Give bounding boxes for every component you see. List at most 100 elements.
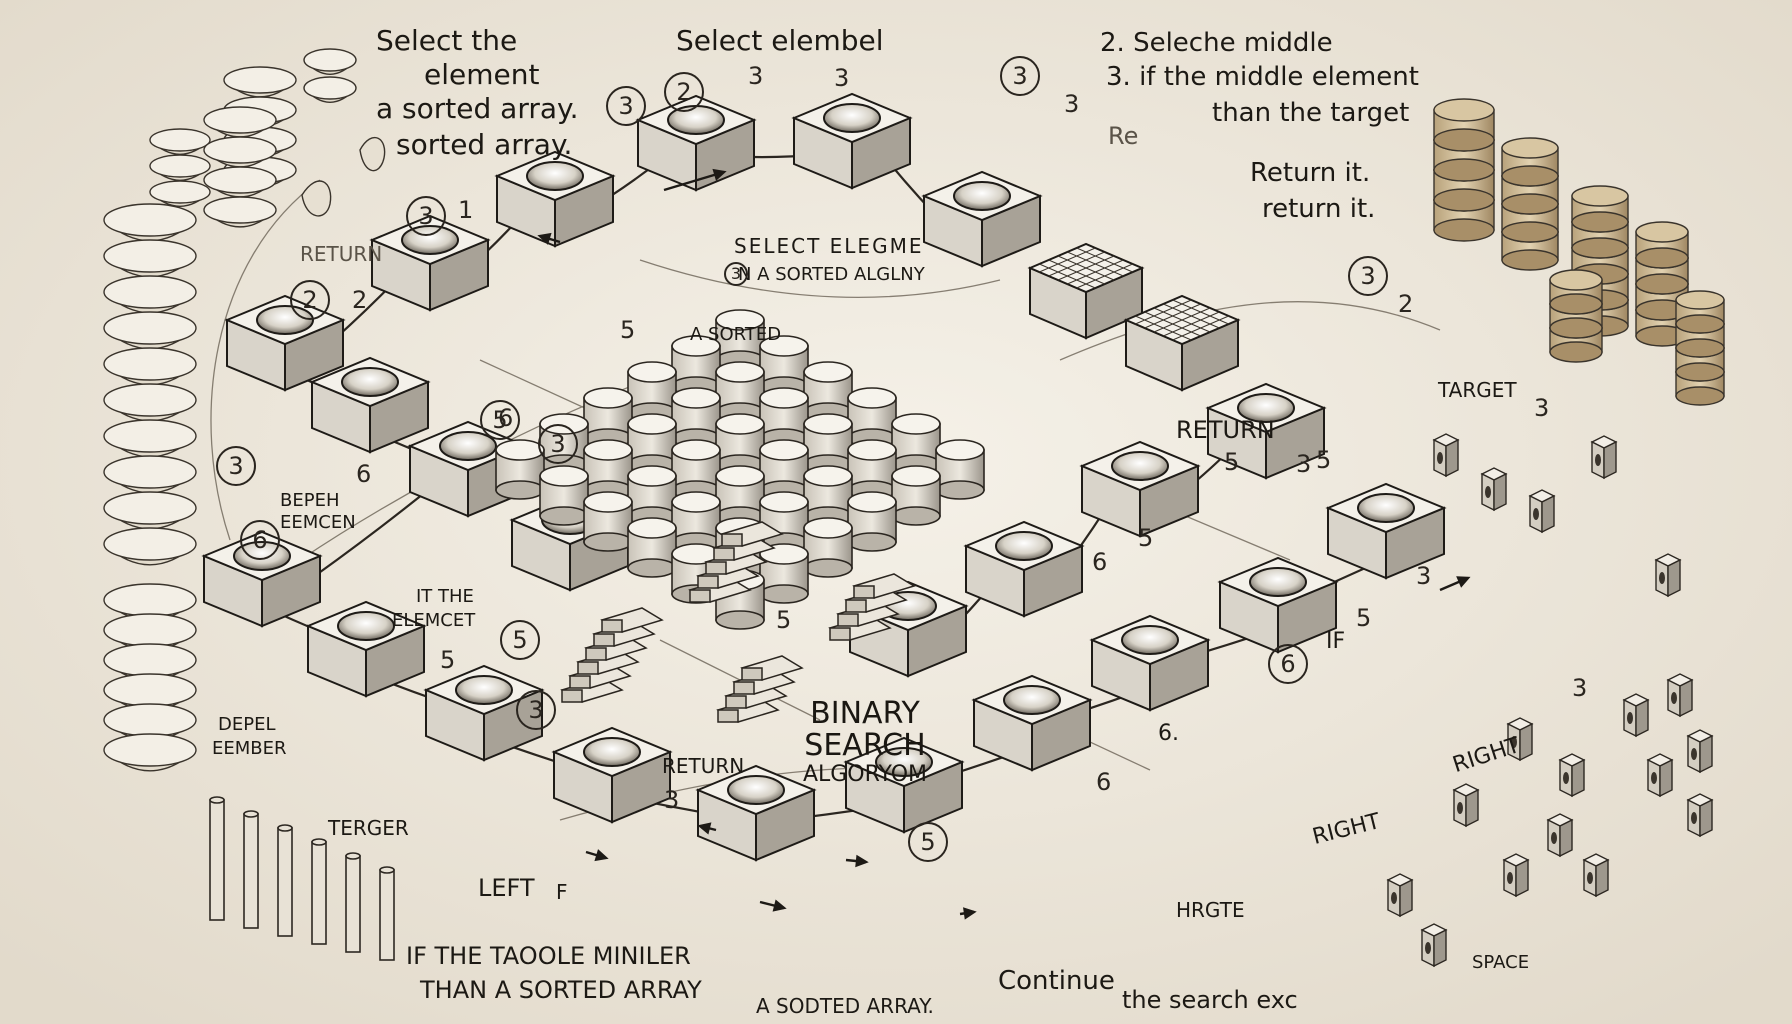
wood-disc bbox=[1501, 249, 1559, 271]
cube-right bbox=[1465, 788, 1479, 828]
cylinder-top bbox=[803, 465, 853, 487]
cylinder bbox=[847, 387, 897, 448]
small-cube bbox=[1420, 923, 1448, 968]
grid-line bbox=[1076, 263, 1133, 289]
label-return-left: RETURN bbox=[300, 242, 383, 266]
cylinder bbox=[671, 491, 721, 552]
peg bbox=[345, 855, 361, 953]
small-cube bbox=[1558, 753, 1586, 798]
cube-hole bbox=[1507, 872, 1513, 884]
wood-disc bbox=[1635, 221, 1689, 243]
cylinder bbox=[627, 413, 677, 474]
label-sodted-array: A SODTED ARRAY. bbox=[756, 994, 934, 1018]
hole-block bbox=[494, 150, 616, 248]
hole-block bbox=[791, 92, 913, 190]
hole-block bbox=[971, 674, 1093, 772]
label-seleche-middle: 2. Seleche middle bbox=[1100, 28, 1333, 58]
wood-disc bbox=[1433, 188, 1495, 212]
cylinder bbox=[583, 491, 633, 552]
stair-step bbox=[569, 675, 591, 689]
cylinder-top bbox=[583, 439, 633, 461]
cylinder-base bbox=[583, 532, 633, 552]
label-if-table: IF THE TAOOLE MINILER bbox=[406, 942, 691, 970]
label-beper: BEPEH bbox=[280, 490, 340, 511]
arrow-head bbox=[772, 899, 787, 912]
bowl bbox=[103, 275, 197, 309]
wood-disc bbox=[1433, 128, 1495, 152]
cylinder-top bbox=[671, 439, 721, 461]
arrow-head bbox=[1456, 576, 1471, 588]
cylinder-top bbox=[891, 413, 941, 435]
small-cube bbox=[1480, 467, 1508, 512]
bowl bbox=[103, 419, 197, 453]
bowl bbox=[103, 643, 197, 677]
cylinder-top bbox=[627, 465, 677, 487]
cylinder-base bbox=[759, 584, 809, 604]
cube-hole bbox=[1691, 812, 1697, 824]
cylinder-base bbox=[803, 558, 853, 578]
cylinder-base bbox=[935, 480, 985, 500]
cube-right bbox=[1493, 472, 1507, 512]
wood-disc bbox=[1501, 137, 1559, 159]
cylinder bbox=[583, 439, 633, 500]
title-line-3: ALGORYOM bbox=[802, 761, 928, 787]
bowl bbox=[303, 48, 357, 72]
cylinder bbox=[583, 387, 633, 448]
block-hole bbox=[1121, 625, 1179, 655]
label-eemcen: EEMCEN bbox=[280, 512, 356, 533]
cylinder bbox=[759, 439, 809, 500]
loose-digit: 1 bbox=[458, 196, 474, 224]
bowl bbox=[103, 239, 197, 273]
bowl bbox=[103, 203, 197, 237]
loose-digit: 3 bbox=[1572, 674, 1588, 702]
label-target: TARGET bbox=[1438, 378, 1517, 402]
wood-disc bbox=[1675, 386, 1725, 406]
cylinder-top bbox=[671, 491, 721, 513]
cylinder bbox=[671, 387, 721, 448]
cylinder bbox=[891, 413, 941, 474]
block-hole bbox=[995, 531, 1053, 561]
bowl bbox=[203, 166, 277, 194]
label-left: LEFT bbox=[478, 874, 535, 902]
cylinder bbox=[715, 465, 765, 526]
circled-digit: 5 bbox=[908, 822, 948, 862]
cube-right bbox=[1699, 798, 1713, 838]
label-return-it-1: Return it. bbox=[1250, 158, 1371, 188]
cylinder bbox=[803, 413, 853, 474]
cube-hole bbox=[1627, 712, 1633, 724]
cube-hole bbox=[1391, 892, 1397, 904]
bowl bbox=[103, 347, 197, 381]
cube-right bbox=[1603, 440, 1617, 480]
stair-step bbox=[845, 599, 867, 613]
arrow-head bbox=[537, 232, 552, 245]
block-hole bbox=[875, 747, 933, 777]
label-eember: EEMBER bbox=[212, 738, 287, 759]
loose-digit: 3 bbox=[1534, 394, 1550, 422]
cube-hole bbox=[1671, 692, 1677, 704]
cube-right bbox=[1595, 858, 1609, 898]
cylinder-top bbox=[583, 491, 633, 513]
wood-disc bbox=[1433, 158, 1495, 182]
diagram-title: BINARY SEARCH ALGORYOM bbox=[790, 697, 940, 787]
loose-digit: 5 bbox=[440, 646, 456, 674]
cube-right bbox=[1541, 494, 1555, 534]
block-hole bbox=[1111, 451, 1169, 481]
cylinder-top bbox=[539, 465, 589, 487]
circled-digit: 3 bbox=[724, 262, 748, 286]
cylinder bbox=[495, 439, 545, 500]
bowl bbox=[203, 196, 277, 224]
cylinder-top bbox=[803, 413, 853, 435]
cylinder bbox=[803, 517, 853, 578]
peg bbox=[277, 827, 293, 937]
wood-disc bbox=[1571, 237, 1629, 259]
label-continue: Continue bbox=[998, 966, 1115, 996]
cube-right bbox=[1399, 878, 1413, 918]
cylinder-top bbox=[847, 439, 897, 461]
cylinder-top bbox=[627, 517, 677, 539]
block-hole bbox=[526, 161, 584, 191]
cylinder-base bbox=[627, 558, 677, 578]
cube-right bbox=[1635, 698, 1649, 738]
label-return-it-2: return it. bbox=[1262, 194, 1376, 224]
cylinder bbox=[539, 465, 589, 526]
cylinder bbox=[803, 465, 853, 526]
